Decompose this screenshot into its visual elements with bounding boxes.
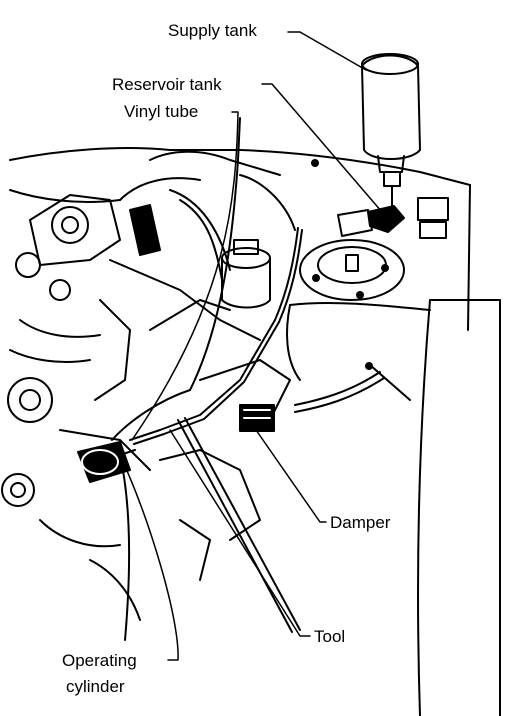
leader-reservoir-tank: [261, 83, 383, 213]
label-vinyl-tube: Vinyl tube: [124, 102, 199, 121]
leader-lines: [119, 31, 383, 661]
clutch-pipe: [129, 227, 411, 445]
label-operating-line1: Operating: [62, 651, 137, 670]
leader-operating-cylinder: [119, 454, 179, 661]
label-tool: Tool: [314, 627, 346, 646]
vinyl-tube: [111, 117, 241, 441]
label-reservoir-tank: Reservoir tank: [112, 75, 222, 94]
label-supply-tank: Supply tank: [168, 21, 257, 40]
operating-cylinder-component: [77, 441, 131, 483]
body-outline: [9, 147, 501, 716]
label-operating-line2: cylinder: [66, 677, 125, 696]
strut-tower: [299, 159, 405, 301]
master-cylinder-area: [337, 197, 449, 239]
label-damper: Damper: [330, 513, 391, 532]
leader-damper: [255, 429, 327, 523]
leader-vinyl-tube: [131, 111, 239, 441]
leader-tool: [169, 429, 311, 637]
reservoir-tank-body: [221, 239, 271, 309]
damper-component: [239, 404, 275, 432]
supply-tank-bottle: [361, 53, 421, 233]
engine-block: [1, 150, 296, 621]
leader-supply-tank: [287, 31, 367, 71]
tool-wrench: [119, 417, 301, 641]
